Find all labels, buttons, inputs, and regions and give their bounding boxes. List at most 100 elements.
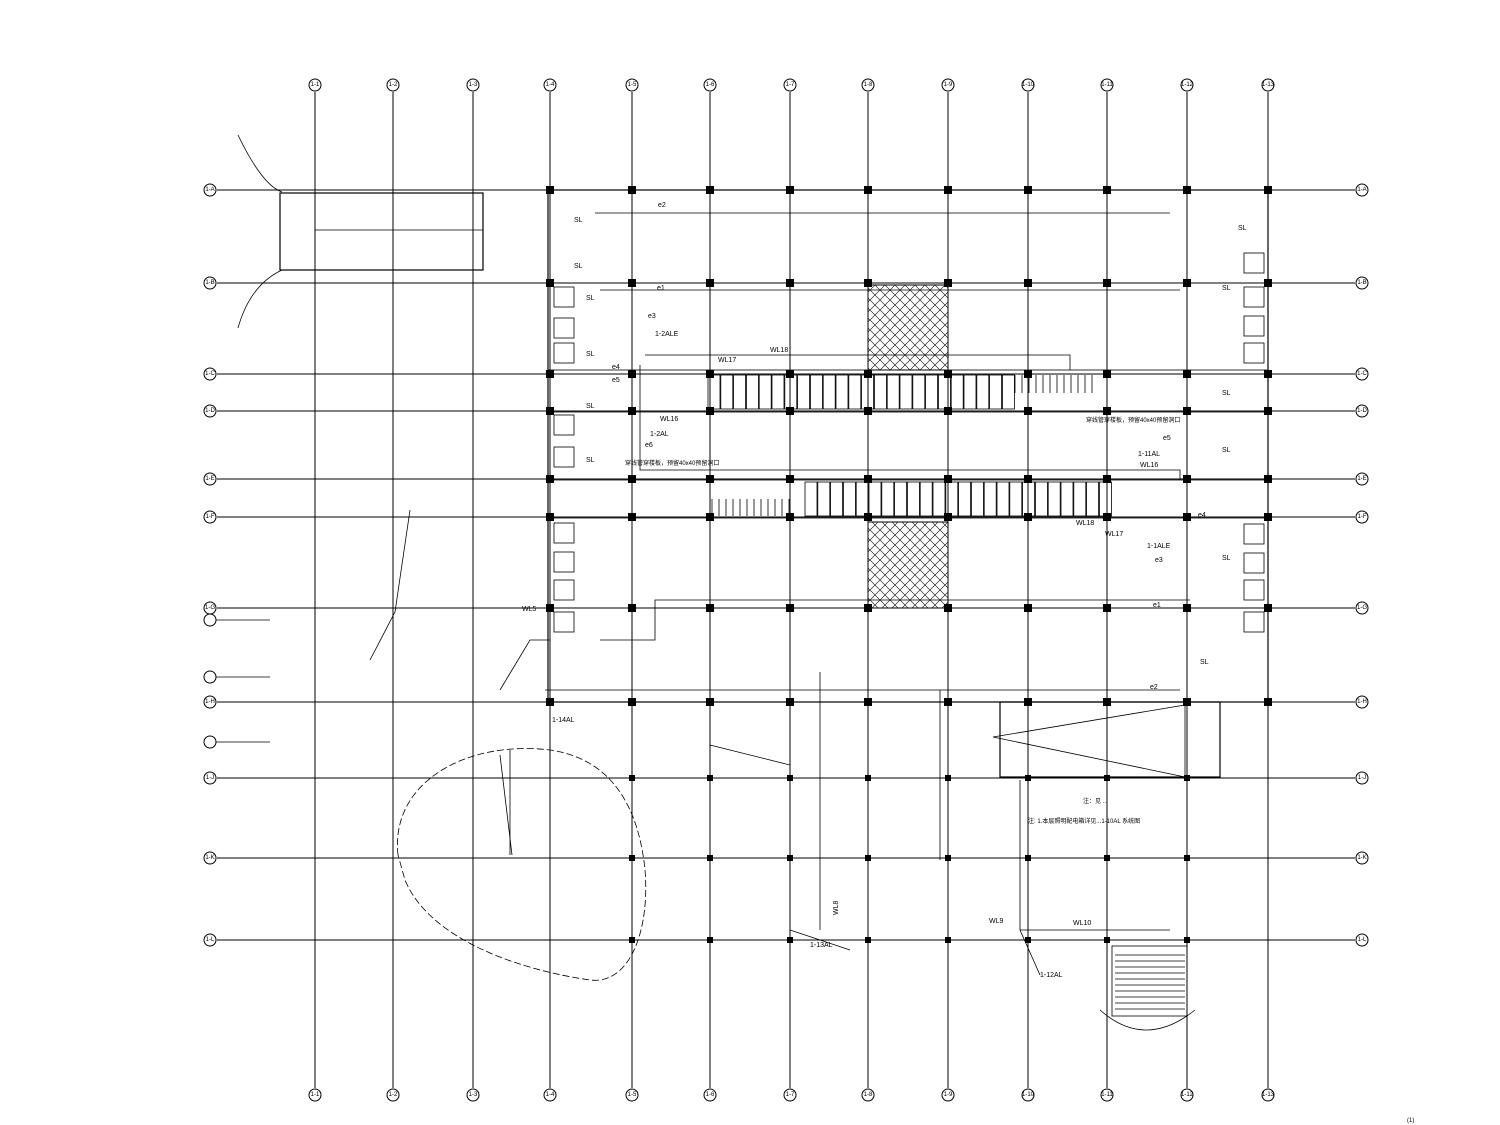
structural-column [944, 370, 952, 378]
grid-bubble-label: 1-2 [389, 1092, 398, 1098]
grid-bubble-label: 1-A [1357, 187, 1366, 193]
structural-column [1024, 370, 1032, 378]
wl16-north: WL16 [660, 416, 678, 423]
grid-bubble [703, 78, 717, 92]
structural-column [944, 279, 952, 287]
grid-bubble-label: 1-3 [469, 82, 478, 88]
grid-bubble-label: 1-H [205, 699, 215, 705]
canopy-arc-top [237, 134, 283, 193]
stall-north [784, 374, 798, 410]
stall-north [938, 374, 951, 410]
panel-1-13al: 1-13AL [810, 942, 833, 949]
structural-column [944, 475, 952, 483]
grid-bubble [1021, 1088, 1035, 1102]
stall-north [822, 374, 836, 410]
grid-bubble [203, 510, 217, 524]
stall-south [996, 481, 1010, 517]
stall-north [758, 374, 772, 410]
structural-column [865, 937, 871, 943]
structural-column [864, 279, 872, 287]
grid-bubble-label: 1-4 [546, 1092, 555, 1098]
structural-column [546, 604, 554, 612]
stall-north [1002, 374, 1015, 410]
panel-1-14al: 1-14AL [552, 717, 575, 724]
structural-column [628, 513, 636, 521]
grid-bubble [203, 367, 217, 381]
grid-bubble-label: 1-11 [1101, 1092, 1113, 1098]
sl-tag-12: SL [1200, 659, 1209, 666]
stall-north [797, 374, 810, 410]
panel-1-1ale: 1-1ALE [1147, 543, 1171, 550]
grid-bubble-label: 1-1 [311, 1092, 320, 1098]
grid-bubble [203, 695, 217, 709]
grid-bubble-label: 1-E [1357, 476, 1366, 482]
grid-bubble [203, 771, 217, 785]
e6-north: e6 [645, 442, 653, 449]
structural-column [864, 513, 872, 521]
stall-south [855, 481, 869, 517]
wl18-north: WL18 [770, 347, 788, 354]
grid-bubble [861, 78, 875, 92]
stall-south [1035, 481, 1048, 517]
e2-north: e2 [658, 202, 666, 209]
stair-arc [1099, 1009, 1196, 1031]
grid-bubble [1355, 510, 1369, 524]
structural-column [628, 279, 636, 287]
sl-tag-2: SL [574, 263, 583, 270]
structural-column [546, 279, 554, 287]
structural-column [707, 775, 713, 781]
structural-column [707, 937, 713, 943]
stall-south [1086, 481, 1099, 517]
stall-north [886, 374, 900, 410]
lift-box [1243, 552, 1265, 574]
lift-box [553, 342, 575, 364]
garden-radial-2 [499, 754, 513, 856]
grid-bubble-label: 1-8 [864, 1092, 873, 1098]
structural-column [1024, 604, 1032, 612]
structural-column [1183, 407, 1191, 415]
grid-bubble [861, 1088, 875, 1102]
building-structure [237, 134, 1269, 1031]
structural-column [1024, 279, 1032, 287]
sl-tag-4: SL [586, 351, 595, 358]
stall-south [1099, 481, 1112, 517]
grid-bubble-label: 1-13 [1262, 82, 1275, 88]
circuit-1-13al [709, 744, 851, 951]
grid-bubble [1355, 695, 1369, 709]
stall-south [1022, 481, 1035, 517]
sl-tag-10: SL [1222, 447, 1231, 454]
wl8: WL8 [833, 901, 840, 916]
structural-column [944, 407, 952, 415]
structural-column [786, 475, 794, 483]
structural-column [1183, 604, 1191, 612]
grid-bubble-label: 1-D [1357, 408, 1367, 414]
structural-column [707, 855, 713, 861]
stall-south [983, 481, 997, 517]
room-wedge [992, 704, 1186, 778]
grid-bubble [1355, 771, 1369, 785]
stall-north [925, 374, 938, 410]
grid-bubble [941, 78, 955, 92]
grid-bubble-label: 1-7 [786, 1092, 795, 1098]
structural-column [1024, 513, 1032, 521]
structural-column [706, 279, 714, 287]
grid-bubble-label: 1-L [1358, 937, 1367, 943]
stall-north [746, 374, 759, 410]
structural-column [628, 475, 636, 483]
stall-north [899, 374, 913, 410]
stall-south [958, 481, 971, 517]
structural-column [628, 604, 636, 612]
grid-bubble [203, 404, 217, 418]
e1-south: e1 [1153, 602, 1161, 609]
stall-south [1060, 481, 1074, 517]
structural-column [1103, 604, 1111, 612]
grid-bubble [1355, 367, 1369, 381]
stall-north [861, 374, 874, 410]
north-corridor [547, 369, 1269, 413]
grid-bubble [203, 933, 217, 947]
wl17-north: WL17 [718, 357, 736, 364]
structural-column [945, 855, 951, 861]
stall-south [1073, 481, 1087, 517]
structural-column [864, 370, 872, 378]
